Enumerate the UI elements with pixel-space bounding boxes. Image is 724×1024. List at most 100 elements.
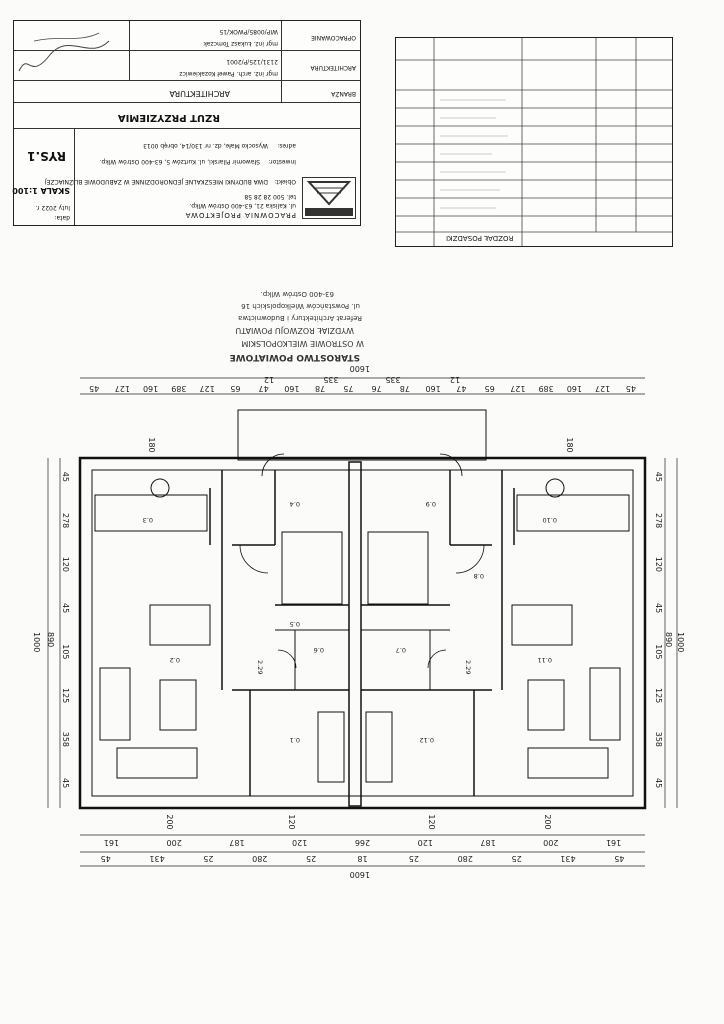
dim-value: 25 <box>306 854 316 863</box>
dim-value: 160 <box>567 384 582 393</box>
dim-value: 120 <box>61 557 70 572</box>
window-mark: 180 <box>565 437 574 452</box>
window-mark: 200 <box>165 814 174 829</box>
dim-value: 389 <box>171 384 186 393</box>
dim-value: 45 <box>626 384 636 393</box>
room-label: 0.3 <box>143 516 153 524</box>
stove-right <box>545 478 565 498</box>
dim-value: 65 <box>485 384 495 393</box>
sofa-right-2 <box>527 747 609 779</box>
area-label: 2.29 <box>256 660 264 674</box>
dim-value: 45 <box>61 603 70 613</box>
dim-value: 45 <box>61 472 70 482</box>
party-wall <box>348 461 362 807</box>
dim-value: 45 <box>61 778 70 788</box>
room-label: 0.4 <box>290 500 300 508</box>
dim-value: 45 <box>654 778 663 788</box>
sofa-left <box>99 667 131 741</box>
dim-value: 160 <box>284 384 299 393</box>
dim-value: 65 <box>230 384 240 393</box>
room-label: 0.6 <box>314 646 324 654</box>
dim-value: 45 <box>654 472 663 482</box>
dim-right-total: 1000 <box>676 632 685 652</box>
dim-value: 200 <box>167 838 182 847</box>
dim-value: 45 <box>614 854 624 863</box>
dim-value: 76 <box>372 384 382 393</box>
dim-value: 278 <box>61 513 70 528</box>
dim-value: 105 <box>654 644 663 659</box>
stove-left <box>150 478 170 498</box>
dim-top-mid: 12 335 335 12 <box>264 375 460 384</box>
dim-value: 25 <box>409 854 419 863</box>
door-arc <box>427 649 447 669</box>
window-mark: 180 <box>147 437 156 452</box>
room-label: 0.9 <box>426 500 436 508</box>
area-label: 2.29 <box>464 660 472 674</box>
dim-value: 125 <box>654 688 663 703</box>
room-label: 0.2 <box>170 656 180 664</box>
dim-value: 12 <box>264 375 274 384</box>
sofa-right <box>589 667 621 741</box>
distribution-grid <box>396 38 672 246</box>
dim-value: 187 <box>229 838 244 847</box>
dim-value: 161 <box>606 838 621 847</box>
room-label: 0.12 <box>420 736 434 744</box>
dim-value: 25 <box>511 854 521 863</box>
room-label: 0.11 <box>538 656 552 664</box>
dim-value: 280 <box>458 854 473 863</box>
room-label: 0.1 <box>290 736 300 744</box>
dim-value: 431 <box>149 854 164 863</box>
dim-left-sub: 890 <box>46 632 55 647</box>
dining-table-right <box>511 604 573 646</box>
door-arc <box>277 649 297 669</box>
door-arc <box>261 453 285 477</box>
dim-top-total: 1600 <box>350 364 370 373</box>
dim-value: 200 <box>543 838 558 847</box>
dim-value: 127 <box>595 384 610 393</box>
dim-value: 187 <box>480 838 495 847</box>
kitchen-counter-right <box>516 494 630 532</box>
signature-area <box>13 21 130 81</box>
dim-right-sub: 890 <box>664 632 673 647</box>
room-label: 0.5 <box>290 620 300 628</box>
coffee-table-right <box>527 679 565 731</box>
dim-value: 161 <box>104 838 119 847</box>
distribution-table: ROZDAŁ POSADZKI <box>395 37 673 247</box>
room-label: 0.10 <box>543 516 557 524</box>
dim-value: 45 <box>654 603 663 613</box>
dim-value: 127 <box>510 384 525 393</box>
room-label: 0.8 <box>474 572 484 580</box>
dim-value: 335 <box>323 375 338 384</box>
door-arc <box>439 453 463 477</box>
signature-scribble <box>18 32 110 72</box>
dim-value: 78 <box>400 384 410 393</box>
dim-value: 78 <box>315 384 325 393</box>
staircase-left <box>281 531 343 605</box>
dim-value: 127 <box>199 384 214 393</box>
bathtub-right <box>365 711 393 783</box>
dim-value: 18 <box>357 854 367 863</box>
inner-wall-line <box>91 469 634 797</box>
dim-value: 45 <box>89 384 99 393</box>
dim-value: 160 <box>425 384 440 393</box>
door-arc <box>239 544 269 574</box>
window-mark: 200 <box>543 814 552 829</box>
dim-value: 280 <box>252 854 267 863</box>
door-arc <box>455 544 485 574</box>
title-block: PRACOWNIA PROJEKTOWA ul. Kaliska 21, 63-… <box>12 20 361 226</box>
dim-value: 335 <box>385 375 400 384</box>
dim-value: 278 <box>654 513 663 528</box>
logo-graphic <box>305 181 353 216</box>
dining-table-left <box>149 604 211 646</box>
dim-value: 25 <box>203 854 213 863</box>
outer-wall <box>78 456 647 810</box>
dim-value: 12 <box>450 375 460 384</box>
title-block-row-object: PRACOWNIA PROJEKTOWA ul. Kaliska 21, 63-… <box>12 128 360 225</box>
dim-value: 75 <box>343 384 353 393</box>
kitchen-counter-left <box>94 494 208 532</box>
